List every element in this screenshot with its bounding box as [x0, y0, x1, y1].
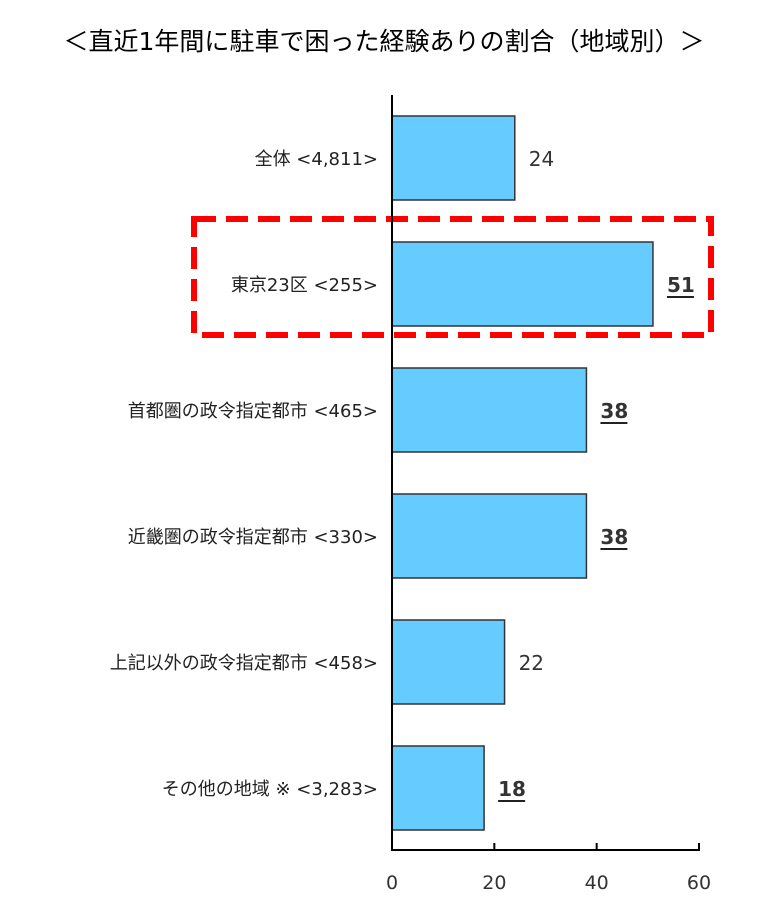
- x-tick-label: 0: [386, 872, 398, 894]
- x-tick-label: 60: [687, 872, 711, 894]
- value-label: 22: [519, 651, 544, 675]
- x-tick-label: 20: [482, 872, 506, 894]
- value-label: 38: [600, 525, 628, 549]
- category-label: 東京23区 <255>: [231, 275, 378, 296]
- bar: [391, 745, 485, 831]
- value-label: 24: [529, 147, 554, 171]
- highlight-box: [191, 216, 714, 338]
- value-label: 38: [600, 399, 628, 423]
- bar: [391, 619, 506, 705]
- value-label: 18: [498, 777, 526, 801]
- bar: [391, 493, 588, 579]
- bar: [391, 115, 516, 201]
- bar: [391, 367, 588, 453]
- chart-title: ＜直近1年間に駐車で困った経験ありの割合（地域別）＞: [64, 27, 705, 56]
- value-label: 51: [667, 273, 695, 297]
- category-label: 全体 <4,811>: [255, 149, 378, 170]
- category-label: その他の地域 ※ <3,283>: [162, 779, 378, 800]
- x-tick-label: 40: [585, 872, 609, 894]
- category-label: 首都圏の政令指定都市 <465>: [128, 401, 378, 422]
- bar: [391, 241, 654, 327]
- category-label: 上記以外の政令指定都市 <458>: [110, 653, 378, 674]
- category-label: 近畿圏の政令指定都市 <330>: [128, 527, 378, 548]
